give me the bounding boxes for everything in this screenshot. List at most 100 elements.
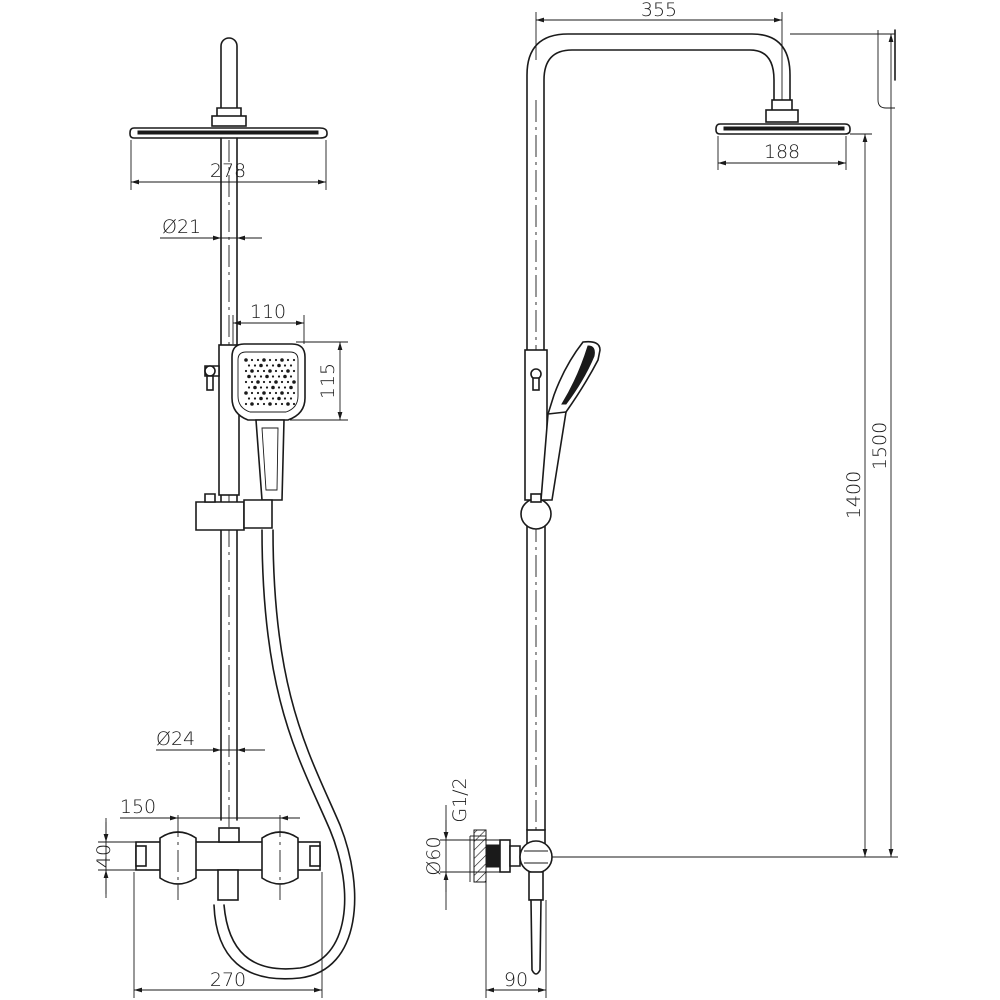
handset-nozzle: [277, 386, 281, 389]
handset-nozzle: [250, 391, 254, 395]
handset-nozzle: [268, 358, 272, 362]
side-view: 355 188 1400 1500 G1/2 Ø60 90: [423, 0, 898, 998]
handset-nozzle: [268, 391, 272, 395]
front-riser-coupling: [218, 827, 240, 843]
handset-nozzle: [268, 369, 272, 373]
handset-nozzle: [253, 397, 257, 400]
side-escutcheon: [499, 839, 511, 873]
handset-nozzle: [292, 380, 296, 384]
handset-nozzle: [280, 358, 284, 362]
handset-nozzle: [286, 391, 290, 395]
side-wall-hatch: [473, 829, 487, 883]
handset-nozzle: [244, 402, 248, 406]
front-handset-head: [231, 343, 306, 421]
side-handset-face: [561, 345, 595, 405]
front-handset-face: [237, 351, 299, 413]
front-mixer-end-right: [309, 845, 321, 867]
handset-nozzle: [247, 374, 251, 379]
dim-188-label: 188: [764, 141, 800, 163]
side-handset-handle: [540, 411, 567, 501]
side-holder-neck: [530, 493, 542, 503]
handset-nozzle: [292, 402, 296, 406]
handset-nozzle: [286, 358, 290, 362]
side-head-face: [723, 126, 845, 131]
handset-nozzle: [262, 358, 266, 362]
front-holder-clip: [204, 493, 216, 503]
side-riser-inner: [543, 49, 775, 351]
handset-nozzle: [268, 380, 272, 384]
handset-nozzle: [259, 396, 263, 401]
handset-nozzle: [274, 380, 278, 384]
handset-nozzle: [268, 402, 272, 406]
front-hose-inner: [213, 529, 356, 980]
handset-nozzle: [271, 364, 275, 367]
handset-nozzle: [253, 375, 257, 378]
front-outlet-nut: [217, 869, 239, 901]
handset-nozzle: [271, 385, 275, 390]
handset-nozzle: [256, 402, 260, 406]
handset-nozzle: [244, 369, 248, 373]
handset-nozzle: [259, 386, 263, 389]
side-head-nut: [765, 109, 799, 123]
dim-d60-label: Ø60: [423, 836, 445, 875]
handset-nozzle: [262, 369, 266, 373]
dim-90-label: 90: [504, 969, 528, 991]
handset-nozzle: [283, 364, 287, 367]
handset-nozzle: [286, 402, 290, 406]
side-knob-stem: [532, 377, 540, 391]
handset-nozzle: [274, 358, 278, 362]
front-head-face: [137, 130, 319, 135]
dim-355-label: 355: [641, 0, 677, 21]
side-mixer-body: [509, 845, 521, 867]
handset-nozzle: [265, 386, 269, 389]
handset-nozzle: [247, 397, 251, 400]
front-knob-stem: [206, 375, 214, 391]
handset-nozzle: [280, 402, 284, 406]
handset-nozzle: [277, 363, 281, 368]
dim-g12-label: G1/2: [449, 777, 471, 822]
handset-nozzle: [247, 386, 251, 389]
handset-nozzle: [277, 396, 281, 401]
handset-nozzle: [286, 380, 290, 384]
handset-nozzle: [262, 380, 266, 384]
front-slide-holder: [195, 501, 245, 531]
dim-1400-label: 1400: [843, 471, 865, 519]
handset-nozzle: [256, 391, 260, 395]
handset-nozzle: [262, 391, 266, 395]
handset-nozzle: [250, 358, 254, 362]
handset-nozzle: [292, 358, 296, 362]
front-mixer-end-left: [135, 845, 147, 867]
handset-nozzle: [274, 402, 278, 406]
handset-nozzle: [265, 397, 269, 400]
handset-nozzle: [283, 386, 287, 389]
handset-nozzle: [292, 369, 296, 373]
handset-nozzle: [259, 363, 263, 368]
front-handset-handle-inner: [261, 427, 279, 491]
handset-nozzle: [250, 402, 254, 406]
handset-nozzle: [250, 369, 254, 373]
dim-278-label: 278: [210, 160, 246, 182]
handset-nozzle: [280, 391, 284, 395]
handset-nozzle: [289, 397, 293, 400]
side-outlet-nut: [528, 871, 544, 901]
handset-nozzle: [289, 375, 293, 378]
side-mixer-valve: [519, 840, 553, 874]
front-knob-head: [204, 365, 216, 377]
handset-nozzle: [244, 380, 248, 384]
dim-d24-label: Ø24: [156, 728, 195, 750]
dim-40-label: 40: [93, 844, 115, 868]
handset-nozzle: [274, 391, 278, 395]
handset-nozzle: [256, 369, 260, 373]
front-arm-nut: [211, 115, 247, 127]
dim-270-label: 270: [210, 969, 246, 991]
handset-nozzle: [283, 374, 287, 379]
handset-nozzle: [256, 380, 260, 384]
dim-150-label: 150: [120, 796, 156, 818]
handset-nozzle: [286, 369, 290, 373]
front-handset-handle: [255, 419, 285, 501]
side-wall-fitting: [485, 844, 501, 868]
handset-nozzle: [292, 391, 296, 395]
handset-nozzle: [247, 364, 251, 367]
handset-nozzle: [280, 380, 284, 384]
